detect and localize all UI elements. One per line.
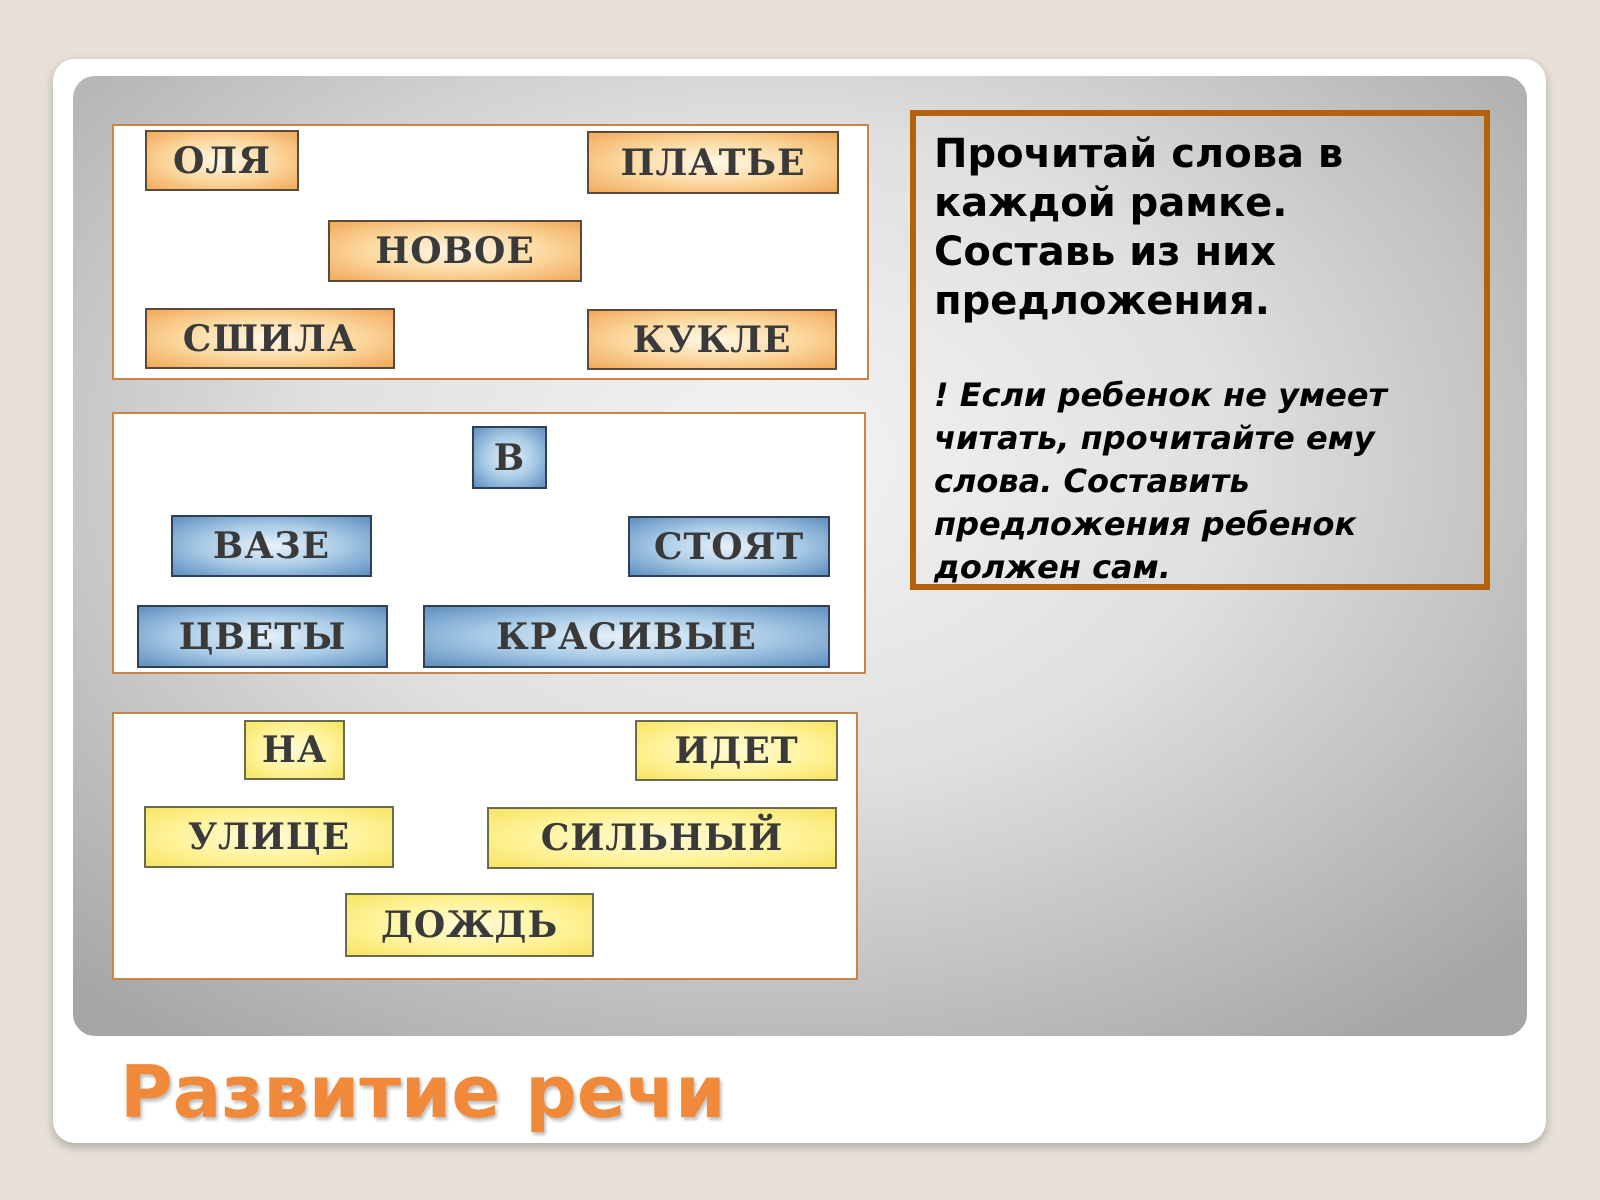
slide-title: Развитие речи xyxy=(120,1050,726,1134)
word-card: НА xyxy=(244,720,345,780)
word-card: В xyxy=(472,426,547,489)
parent-note: ! Если ребенок не умеет читать, прочитай… xyxy=(934,376,1388,586)
word-card: СИЛЬНЫЙ xyxy=(487,807,837,869)
word-card: СШИЛА xyxy=(145,308,395,369)
word-card: ВАЗЕ xyxy=(171,515,372,577)
word-card: ЦВЕТЫ xyxy=(137,605,388,668)
word-card: НОВОЕ xyxy=(328,220,582,282)
word-card: ДОЖДЬ xyxy=(345,893,594,957)
word-card: КРАСИВЫЕ xyxy=(423,605,830,668)
word-card: УЛИЦЕ xyxy=(144,806,394,868)
word-card: СТОЯТ xyxy=(628,516,830,577)
word-card: ПЛАТЬЕ xyxy=(587,131,839,194)
word-card: КУКЛЕ xyxy=(587,309,837,370)
word-card: ОЛЯ xyxy=(145,130,299,191)
instruction-text: Прочитай слова в каждой рамке. Составь и… xyxy=(934,131,1344,324)
instruction-box: Прочитай слова в каждой рамке. Составь и… xyxy=(910,110,1490,590)
word-card: ИДЕТ xyxy=(635,720,838,781)
